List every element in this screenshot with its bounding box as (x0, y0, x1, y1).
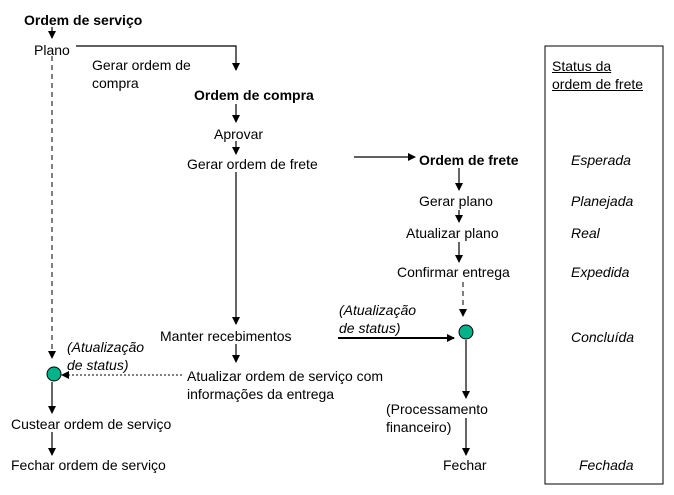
junction-node-right (458, 324, 474, 340)
label-plano: Plano (34, 42, 70, 58)
label-confirmar-entrega: Confirmar entrega (397, 264, 510, 280)
junction-node-left (46, 366, 62, 382)
label-custear-ordem-servico: Custear ordem de serviço (11, 416, 172, 432)
label-atualizar-plano: Atualizar plano (406, 225, 499, 241)
status-real: Real (571, 225, 600, 241)
label-atualizacao-status-left-line2: de status) (67, 357, 129, 373)
label-processamento-financeiro-line1: (Processamento (386, 401, 488, 417)
label-atualizar-ordem-servico-line2: informações da entrega (187, 386, 335, 402)
status-expedida: Expedida (571, 264, 630, 280)
label-gerar-ordem-compra-line2: compra (92, 75, 139, 91)
label-atualizacao-status-right-line1: (Atualização (339, 302, 417, 318)
label-gerar-plano: Gerar plano (419, 193, 493, 209)
label-manter-recebimentos: Manter recebimentos (160, 328, 292, 344)
status-fechada: Fechada (579, 457, 634, 473)
status-panel-title-line2: ordem de frete (552, 76, 644, 92)
label-ordem-compra: Ordem de compra (194, 87, 314, 103)
label-ordem-servico: Ordem de serviço (24, 12, 143, 28)
label-processamento-financeiro-line2: financeiro) (386, 419, 452, 435)
arrow-plano-to-ordem-compra (76, 45, 240, 71)
label-fechar-ordem-servico: Fechar ordem de serviço (11, 457, 166, 473)
label-gerar-ordem-compra-line1: Gerar ordem de (92, 57, 191, 73)
status-planejada: Planejada (571, 193, 634, 209)
status-panel-box (544, 45, 664, 485)
status-esperada: Esperada (571, 152, 631, 168)
label-atualizacao-status-left-line1: (Atualização (67, 339, 145, 355)
label-aprovar: Aprovar (214, 126, 264, 142)
label-atualizacao-status-right-line2: de status) (339, 320, 401, 336)
label-gerar-ordem-frete: Gerar ordem de frete (187, 156, 318, 172)
status-concluida: Concluída (571, 329, 635, 345)
label-atualizar-ordem-servico-line1: Atualizar ordem de serviço com (187, 368, 384, 384)
status-panel-title-line1: Status da (552, 58, 612, 74)
label-fechar: Fechar (443, 457, 487, 473)
label-ordem-frete: Ordem de frete (419, 152, 519, 168)
